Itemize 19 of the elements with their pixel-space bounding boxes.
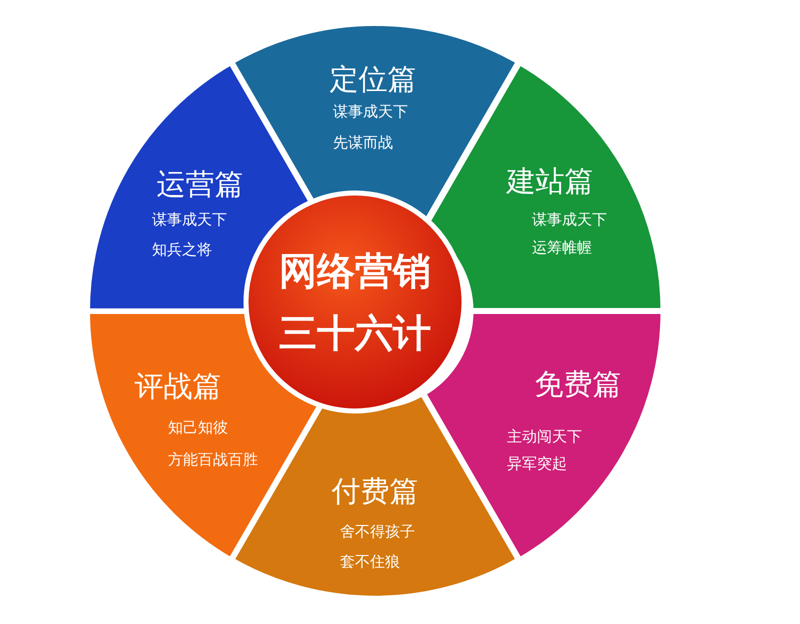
- segment-text: 异军突起: [507, 454, 567, 474]
- segment-title: 建站篇: [506, 162, 594, 200]
- center-title: 网络营销三十六计: [278, 248, 432, 357]
- segment-title: 定位篇: [330, 61, 416, 98]
- segment-text: 谋事成天下: [532, 210, 607, 230]
- segment-text: 谋事成天下: [152, 210, 227, 230]
- segment-text: 主动闯天下: [507, 428, 582, 446]
- segment-text: 方能百战百胜: [168, 450, 258, 470]
- segment-text: 舍不得孩子: [340, 522, 415, 542]
- segment-title: 付费篇: [332, 472, 418, 510]
- segment-text: 先谋而战: [333, 134, 393, 152]
- segment-text: 知己知彼: [168, 418, 228, 438]
- segment-text: 运筹帷幄: [532, 238, 592, 258]
- segment-text: 套不住狼: [340, 552, 400, 572]
- segment-title: 运营篇: [156, 166, 244, 203]
- segment-text: 谋事成天下: [333, 102, 408, 122]
- segment-text: 知兵之将: [152, 240, 212, 260]
- segment-title: 评战篇: [134, 368, 222, 405]
- segment-title: 免费篇: [534, 366, 622, 403]
